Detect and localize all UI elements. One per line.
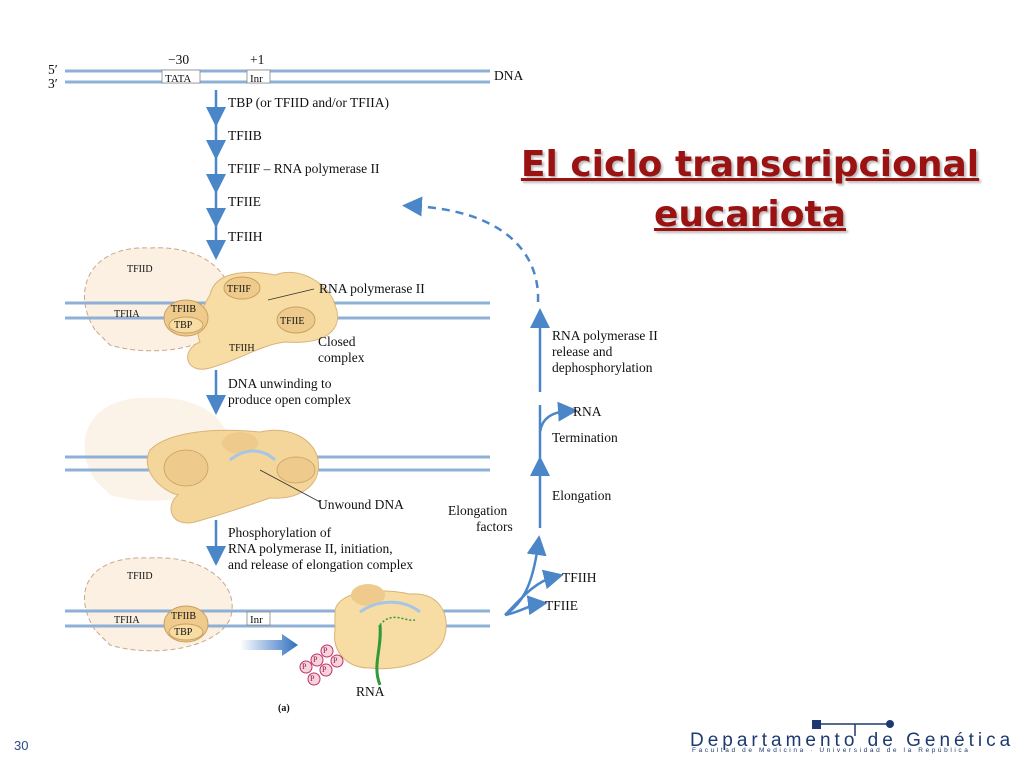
bottom-tbp-label: TBP [174,627,193,638]
step-unwinding-2: produce open complex [228,392,351,407]
release-complex [65,557,490,686]
step-tfiib: TFIIB [228,128,262,143]
step-tbp: TBP (or TFIID and/or TFIIA) [228,95,389,110]
slide-title: El ciclo transcripcional eucariota [520,140,980,240]
step-phospho-3: and release of elongation complex [228,557,414,572]
cycle-rna-label: RNA [573,404,602,419]
dept-logo [812,720,894,736]
tata-box-label: TATA [165,73,192,85]
closed-complex [65,247,490,370]
step-tfiif-pol: TFIIF – RNA polymerase II [228,161,380,176]
step-phospho-2: RNA polymerase II, initiation, [228,541,393,556]
title-line-2: eucariota [653,194,846,235]
open-complex [65,397,490,524]
dna-label: DNA [494,68,524,83]
rna-pol-ii-label: RNA polymerase II [319,281,425,296]
termination-label: Termination [552,430,618,445]
step-phospho-1: Phosphorylation of [228,525,332,540]
closed-complex-label-1: Closed [318,334,356,349]
department-name: Departamento de Genética [690,730,1015,751]
closed-tfiid-label: TFIID [127,264,153,275]
bottom-inr-label: Inr [250,614,263,626]
three-prime-label: 3′ [48,76,58,91]
elongation-factors-label-2: factors [476,519,513,534]
step-unwinding-1: DNA unwinding to [228,376,332,391]
step-tfiie: TFIIE [228,194,261,209]
release-label-3: dephosphorylation [552,360,653,375]
release-label-2: release and [552,344,613,359]
phosphate-label: P [313,655,318,664]
inr-label: Inr [250,73,263,85]
unwound-dna-label: Unwound DNA [318,497,404,512]
release-label-1: RNA polymerase II [552,328,658,343]
phosphate-groups [299,644,344,686]
closed-tfiib-label: TFIIB [171,304,196,315]
closed-tfiif-label: TFIIF [227,284,251,295]
slide-number: 30 [14,738,29,753]
panel-label: (a) [278,703,290,714]
bottom-rna-label: RNA [356,684,385,699]
elongation-factors-label-1: Elongation [448,503,508,518]
dna-top [65,69,490,84]
elongation-label: Elongation [552,488,612,503]
title-line-1: El ciclo transcripcional [520,144,980,185]
closed-tfiia-label: TFIIA [114,309,140,320]
cycle-tfiih-label: TFIIH [562,570,597,585]
closed-tfiih-label: TFIIH [229,343,255,354]
bottom-tfiib-label: TFIIB [171,611,196,622]
plus1-label: +1 [250,52,265,67]
phosphate-label: P [310,674,315,683]
cycle-arrows [402,196,578,617]
phosphate-label: P [333,656,338,665]
department-subtitle: Facultad de Medicina · Universidad de la… [692,747,971,754]
cycle-tfiie-label: TFIIE [545,598,578,613]
closed-tfiie-label: TFIIE [280,316,305,327]
closed-tbp-label: TBP [174,320,193,331]
phosphate-label: P [323,646,328,655]
phosphate-label: P [302,662,307,671]
bottom-tfiid-label: TFIID [127,571,153,582]
step-tfiih: TFIIH [228,229,263,244]
closed-complex-label-2: complex [318,350,365,365]
minus30-label: −30 [168,52,190,67]
phosphate-label: P [322,665,327,674]
five-prime-label: 5′ [48,62,58,77]
bottom-tfiia-label: TFIIA [114,615,140,626]
